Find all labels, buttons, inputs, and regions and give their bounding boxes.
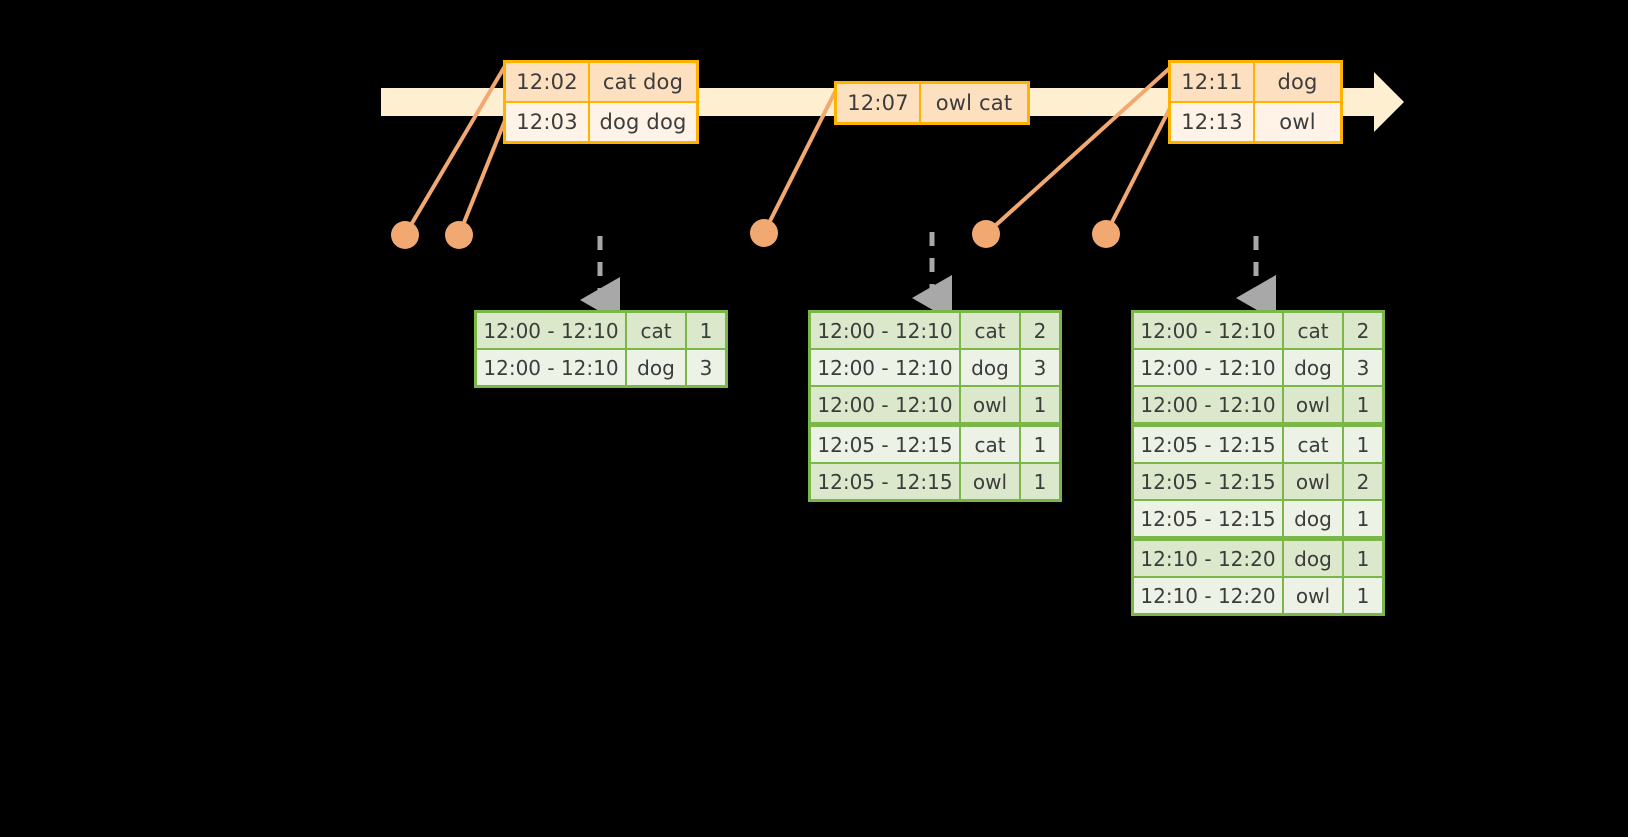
table-row: 12:05 - 12:15 dog 1 [1134, 501, 1382, 536]
event-row: 12:07 owl cat [837, 84, 1027, 122]
key-cell: owl [1284, 464, 1342, 499]
connector-line-5 [1104, 102, 1174, 236]
key-cell: dog [1284, 541, 1342, 576]
count-cell: 1 [687, 313, 725, 348]
key-cell: owl [961, 387, 1019, 422]
key-cell: dog [961, 350, 1019, 385]
event-words: owl cat [921, 84, 1027, 122]
window-cell: 12:05 - 12:15 [1134, 464, 1282, 499]
event-words: cat dog [590, 63, 696, 101]
event-group-3: 12:11 dog 12:13 owl [1168, 60, 1343, 144]
count-cell: 3 [1344, 350, 1382, 385]
table-group: 12:10 - 12:20 dog 1 12:10 - 12:20 owl 1 [1134, 541, 1382, 613]
window-cell: 12:00 - 12:10 [811, 313, 959, 348]
window-cell: 12:00 - 12:10 [477, 313, 625, 348]
window-cell: 12:05 - 12:15 [1134, 427, 1282, 462]
count-cell: 1 [1021, 387, 1059, 422]
table-row: 12:00 - 12:10 cat 2 [1134, 313, 1382, 348]
event-row: 12:02 cat dog [506, 63, 696, 101]
event-words: owl [1255, 103, 1340, 141]
event-time: 12:02 [506, 63, 590, 101]
key-cell: cat [1284, 313, 1342, 348]
count-cell: 1 [1021, 464, 1059, 499]
table-row: 12:10 - 12:20 owl 1 [1134, 578, 1382, 613]
window-cell: 12:00 - 12:10 [1134, 313, 1282, 348]
key-cell: cat [961, 313, 1019, 348]
count-cell: 3 [687, 350, 725, 385]
event-time: 12:07 [837, 84, 921, 122]
key-cell: dog [627, 350, 685, 385]
table-row: 12:00 - 12:10 dog 3 [811, 350, 1059, 385]
marker-dot-3 [750, 219, 778, 247]
event-group-1: 12:02 cat dog 12:03 dog dog [503, 60, 699, 144]
key-cell: cat [961, 427, 1019, 462]
key-cell: dog [1284, 501, 1342, 536]
window-cell: 12:10 - 12:20 [1134, 541, 1282, 576]
connector-line-1 [403, 64, 507, 237]
count-cell: 3 [1021, 350, 1059, 385]
table-row: 12:00 - 12:10 owl 1 [1134, 387, 1382, 422]
table-row: 12:05 - 12:15 owl 1 [811, 464, 1059, 499]
event-row: 12:11 dog [1171, 63, 1340, 101]
count-cell: 1 [1344, 541, 1382, 576]
count-cell: 1 [1344, 387, 1382, 422]
marker-dot-4 [972, 220, 1000, 248]
event-words: dog dog [590, 103, 696, 141]
table-row: 12:00 - 12:10 owl 1 [811, 387, 1059, 422]
window-cell: 12:05 - 12:15 [811, 464, 959, 499]
count-cell: 1 [1344, 578, 1382, 613]
key-cell: owl [961, 464, 1019, 499]
event-time: 12:13 [1171, 103, 1255, 141]
count-cell: 1 [1021, 427, 1059, 462]
event-time: 12:03 [506, 103, 590, 141]
table-group: 12:00 - 12:10 cat 1 12:00 - 12:10 dog 3 [477, 313, 725, 385]
key-cell: owl [1284, 387, 1342, 422]
key-cell: dog [1284, 350, 1342, 385]
marker-dot-1 [391, 221, 419, 249]
event-row: 12:13 owl [1171, 101, 1340, 141]
marker-dot-5 [1092, 220, 1120, 248]
table-group: 12:00 - 12:10 cat 2 12:00 - 12:10 dog 3 … [811, 313, 1059, 422]
event-time: 12:11 [1171, 63, 1255, 101]
table-row: 12:05 - 12:15 cat 1 [1134, 427, 1382, 462]
table-row: 12:00 - 12:10 dog 3 [477, 350, 725, 385]
key-cell: cat [1284, 427, 1342, 462]
result-table-1: 12:00 - 12:10 cat 1 12:00 - 12:10 dog 3 [474, 310, 728, 388]
event-group-2: 12:07 owl cat [834, 81, 1030, 125]
count-cell: 1 [1344, 501, 1382, 536]
window-cell: 12:00 - 12:10 [811, 387, 959, 422]
table-row: 12:05 - 12:15 owl 2 [1134, 464, 1382, 499]
window-cell: 12:00 - 12:10 [477, 350, 625, 385]
table-row: 12:00 - 12:10 cat 2 [811, 313, 1059, 348]
table-row: 12:00 - 12:10 cat 1 [477, 313, 725, 348]
window-cell: 12:05 - 12:15 [1134, 501, 1282, 536]
window-cell: 12:05 - 12:15 [811, 427, 959, 462]
connector-line-3 [762, 84, 840, 235]
count-cell: 2 [1344, 464, 1382, 499]
table-row: 12:00 - 12:10 dog 3 [1134, 350, 1382, 385]
table-group: 12:05 - 12:15 cat 1 12:05 - 12:15 owl 1 [811, 427, 1059, 499]
window-cell: 12:00 - 12:10 [1134, 387, 1282, 422]
table-group: 12:00 - 12:10 cat 2 12:00 - 12:10 dog 3 … [1134, 313, 1382, 422]
event-row: 12:03 dog dog [506, 101, 696, 141]
key-cell: cat [627, 313, 685, 348]
table-row: 12:05 - 12:15 cat 1 [811, 427, 1059, 462]
event-words: dog [1255, 63, 1340, 101]
window-cell: 12:10 - 12:20 [1134, 578, 1282, 613]
count-cell: 2 [1344, 313, 1382, 348]
count-cell: 2 [1021, 313, 1059, 348]
window-cell: 12:00 - 12:10 [811, 350, 959, 385]
result-table-2: 12:00 - 12:10 cat 2 12:00 - 12:10 dog 3 … [808, 310, 1062, 502]
marker-dots [391, 219, 1120, 249]
window-cell: 12:00 - 12:10 [1134, 350, 1282, 385]
dashed-arrows [580, 232, 1276, 324]
marker-dot-2 [445, 221, 473, 249]
result-table-3: 12:00 - 12:10 cat 2 12:00 - 12:10 dog 3 … [1131, 310, 1385, 616]
count-cell: 1 [1344, 427, 1382, 462]
table-row: 12:10 - 12:20 dog 1 [1134, 541, 1382, 576]
table-group: 12:05 - 12:15 cat 1 12:05 - 12:15 owl 2 … [1134, 427, 1382, 536]
key-cell: owl [1284, 578, 1342, 613]
